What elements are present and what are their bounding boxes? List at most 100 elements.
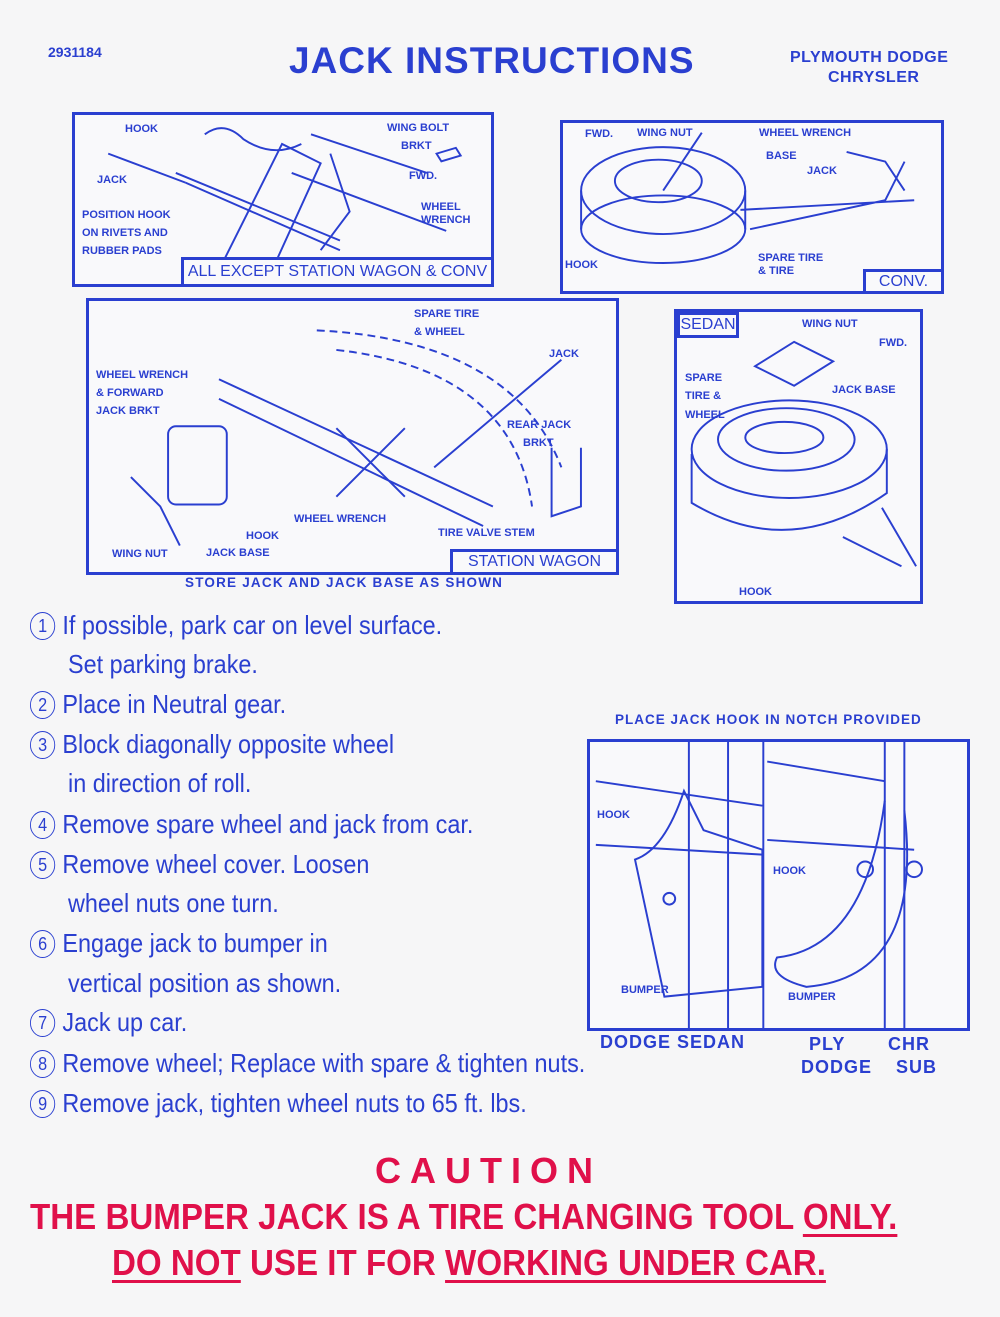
- step-6-cont: vertical position as shown.: [68, 968, 342, 998]
- step-text: Engage jack to bumper in: [62, 928, 328, 958]
- label-jack-base: JACK BASE: [832, 384, 896, 396]
- caution-heading: CAUTION: [375, 1150, 602, 1191]
- label-position-hook: POSITION HOOK: [82, 209, 171, 221]
- step-text: Remove jack, tighten wheel nuts to 65 ft…: [62, 1088, 527, 1118]
- step-number: 9: [30, 1090, 56, 1118]
- bumper-hook-sketch: [595, 742, 923, 1028]
- step-number: 8: [30, 1050, 56, 1078]
- label-wing-nut: WING NUT: [802, 318, 858, 330]
- diagram-sedan: SEDAN WING NUT FWD. SPARE TIRE & WHEEL J…: [674, 309, 923, 604]
- part-number: 2931184: [48, 44, 102, 60]
- caption-station-wagon: STATION WAGON: [450, 549, 619, 575]
- caution-do-not: DO NOT: [112, 1242, 241, 1283]
- label-jack-brkt: JACK BRKT: [96, 405, 160, 417]
- caution-working-under-car: WORKING UNDER CAR.: [445, 1242, 826, 1283]
- caption-dodge: DODGE: [801, 1057, 873, 1077]
- page-title: JACK INSTRUCTIONS: [289, 40, 695, 81]
- label-on-rivets: ON RIVETS AND: [82, 227, 168, 239]
- diagram-all-except: HOOK WING BOLT BRKT FWD. JACK WHEEL WREN…: [72, 112, 494, 287]
- step-text: Jack up car.: [62, 1007, 188, 1037]
- caption-sub: SUB: [896, 1057, 938, 1077]
- label-hook: HOOK: [246, 530, 279, 542]
- caution-only: ONLY.: [802, 1196, 898, 1237]
- caption-dodge-sedan: DODGE SEDAN: [600, 1032, 746, 1052]
- step-text: Remove spare wheel and jack from car.: [62, 809, 474, 839]
- label-hook-right: HOOK: [773, 865, 806, 877]
- label-hook: HOOK: [739, 586, 772, 598]
- label-wheel-wrench-2: WHEEL WRENCH: [294, 513, 387, 525]
- label-jack: JACK: [549, 348, 579, 360]
- jack-stowage-sketch: [107, 127, 463, 270]
- caution-line2-text: USE IT FOR: [240, 1242, 446, 1283]
- step-number: 5: [30, 851, 56, 879]
- caption-all-except: ALL EXCEPT STATION WAGON & CONV: [181, 257, 494, 287]
- step-text: Remove wheel cover. Loosen: [62, 849, 370, 879]
- step-number: 1: [30, 612, 56, 640]
- brands-line1: PLYMOUTH DODGE: [790, 49, 949, 66]
- step-text: Place in Neutral gear.: [62, 689, 287, 719]
- caution-line1: THE BUMPER JACK IS A TIRE CHANGING TOOL …: [30, 1196, 897, 1238]
- store-note: STORE JACK AND JACK BASE AS SHOWN: [185, 575, 504, 590]
- label-jack-base: JACK BASE: [206, 547, 270, 559]
- step-text: If possible, park car on level surface.: [62, 610, 443, 640]
- label-fwd: FWD.: [879, 337, 908, 349]
- label-brkt: BRKT: [401, 140, 432, 152]
- label-rubber-pads: RUBBER PADS: [82, 245, 162, 257]
- wagon-jack-sketch: [130, 329, 582, 547]
- diagram-conv: FWD. WING NUT WHEEL WRENCH BASE JACK HOO…: [560, 120, 944, 294]
- label-and-forward: & FORWARD: [96, 387, 164, 399]
- label-spare: SPARE: [685, 372, 723, 384]
- caption-sedan: SEDAN: [677, 312, 739, 338]
- caption-ply: PLY: [809, 1034, 846, 1054]
- caption-chr: CHR: [888, 1034, 930, 1054]
- label-bumper-left: BUMPER: [621, 984, 669, 996]
- step-text: Block diagonally opposite wheel: [62, 729, 395, 759]
- step-5-cont: wheel nuts one turn.: [68, 888, 279, 918]
- step-number: 4: [30, 811, 56, 839]
- label-hook-left: HOOK: [597, 809, 630, 821]
- caption-conv: CONV.: [863, 269, 944, 294]
- label-rear-jack: REAR JACK: [507, 419, 572, 431]
- step-1-cont: Set parking brake.: [68, 649, 258, 679]
- label-fwd: FWD.: [409, 170, 438, 182]
- step-number: 6: [30, 930, 56, 958]
- label-wing-bolt: WING BOLT: [387, 122, 450, 134]
- label-wheel-wrench: WHEEL WRENCH: [96, 369, 189, 381]
- label-wheel: WHEEL: [421, 201, 461, 213]
- label-wing-nut: WING NUT: [637, 127, 693, 139]
- label-bumper-right: BUMPER: [788, 991, 836, 1003]
- label-hook: HOOK: [125, 123, 158, 135]
- brands-line2: CHRYSLER: [828, 69, 920, 86]
- label-wheel: WHEEL: [685, 409, 725, 421]
- label-wrench: WRENCH: [421, 214, 471, 226]
- label-base: BASE: [766, 150, 797, 162]
- label-wing-nut: WING NUT: [112, 548, 168, 560]
- label-and-tire: & TIRE: [758, 265, 795, 277]
- step-number: 2: [30, 691, 56, 719]
- step-3-cont: in direction of roll.: [68, 768, 252, 798]
- spare-tire-sketch: [580, 132, 915, 264]
- label-hook: HOOK: [565, 259, 598, 271]
- hook-note: PLACE JACK HOOK IN NOTCH PROVIDED: [615, 712, 922, 727]
- diagram-station-wagon: SPARE TIRE & WHEEL JACK WHEEL WRENCH & F…: [86, 298, 619, 575]
- caution-line2: DO NOT USE IT FOR WORKING UNDER CAR.: [112, 1242, 826, 1284]
- label-spare-tire: SPARE TIRE: [758, 252, 824, 264]
- sedan-tire-sketch: [690, 340, 917, 568]
- step-text: Remove wheel; Replace with spare & tight…: [62, 1048, 586, 1078]
- label-spare-tire: SPARE TIRE: [414, 308, 480, 320]
- caution-line1-text: THE BUMPER JACK IS A TIRE CHANGING TOOL: [30, 1196, 803, 1237]
- label-tire-valve-stem: TIRE VALVE STEM: [438, 527, 535, 539]
- label-tire-and: TIRE &: [685, 390, 722, 402]
- label-wheel-wrench: WHEEL WRENCH: [759, 127, 852, 139]
- diagram-hook-notch: HOOK BUMPER HOOK BUMPER: [587, 739, 970, 1031]
- label-jack: JACK: [97, 174, 127, 186]
